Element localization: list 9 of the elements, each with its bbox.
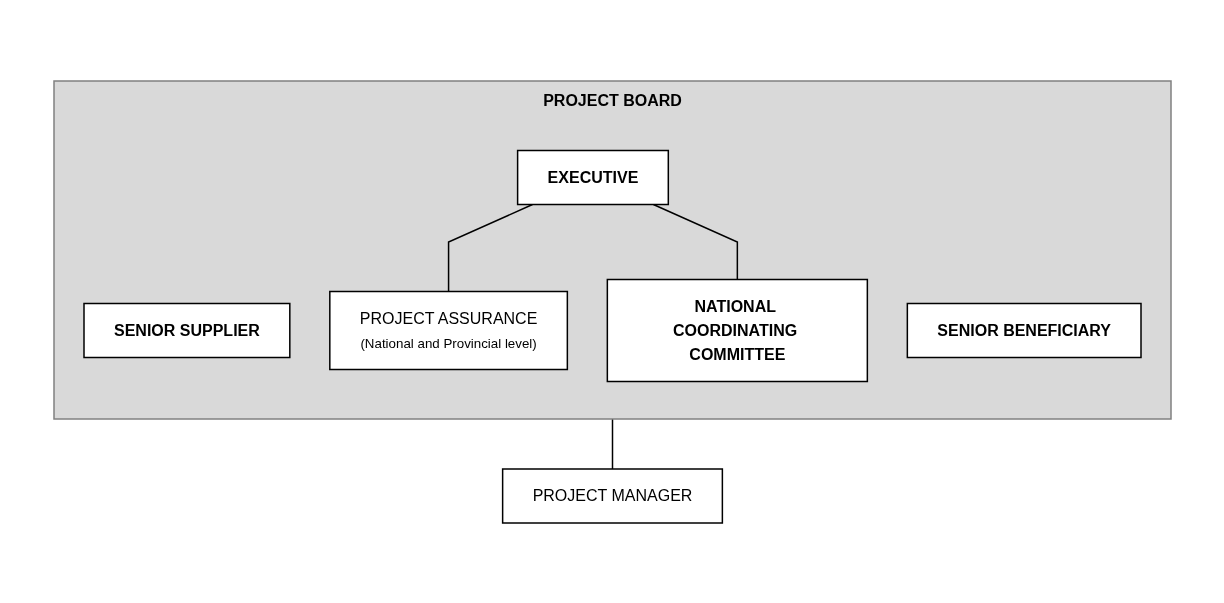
connector — [652, 203, 738, 280]
node-box: PROJECT ASSURANCE (National and Provincial level) — [328, 290, 568, 370]
node-box: SENIOR SUPPLIER — [82, 302, 291, 358]
node-box: EXECUTIVE — [516, 149, 669, 205]
node-box: PROJECT MANAGER — [501, 467, 723, 524]
node-box: SENIOR BENEFICIARY — [906, 302, 1142, 358]
node-box: NATIONAL COORDINATING COMMITTEE — [606, 278, 868, 382]
connector — [447, 203, 533, 292]
connector — [611, 417, 613, 470]
